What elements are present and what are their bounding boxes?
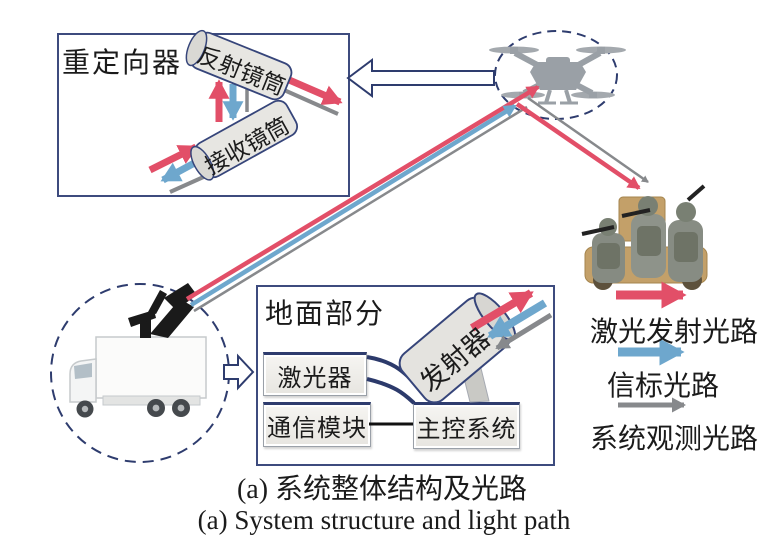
main-control-label: 主控系统 bbox=[416, 417, 517, 443]
beam-drone-to-soldiers bbox=[515, 96, 649, 190]
drone-to-redirector-arrow bbox=[346, 58, 495, 98]
truck-to-ground-arrow bbox=[223, 353, 255, 391]
caption-english: (a) System structure and light path bbox=[197, 505, 571, 535]
legend-laser-label: 激光发射光路 bbox=[589, 317, 758, 348]
reflector-tube-shape bbox=[185, 29, 293, 101]
legend-observe-label: 系统观测光路 bbox=[589, 424, 758, 455]
redirector-title: 重定向器 bbox=[62, 48, 183, 79]
beam-truck-to-drone bbox=[185, 85, 540, 313]
drone-illustration bbox=[489, 46, 626, 105]
legend-arrows bbox=[616, 281, 687, 413]
laser-label: 激光器 bbox=[277, 365, 353, 392]
receiver-tube-shape bbox=[190, 99, 298, 181]
soldiers-illustration bbox=[581, 184, 708, 290]
main-control-box: 主控系统 bbox=[413, 402, 520, 449]
ground-section-box bbox=[256, 285, 555, 466]
laser-box: 激光器 bbox=[263, 352, 367, 396]
truck-illustration bbox=[69, 283, 207, 418]
caption-chinese: (a) 系统整体结构及光路 bbox=[236, 474, 528, 505]
comm-module-label: 通信模块 bbox=[267, 416, 367, 442]
transmitter-light-paths bbox=[469, 289, 553, 351]
legend-beacon-label: 信标光路 bbox=[606, 371, 719, 402]
turret-telescope bbox=[128, 283, 197, 338]
ground-section-title: 地面部分 bbox=[265, 299, 386, 330]
